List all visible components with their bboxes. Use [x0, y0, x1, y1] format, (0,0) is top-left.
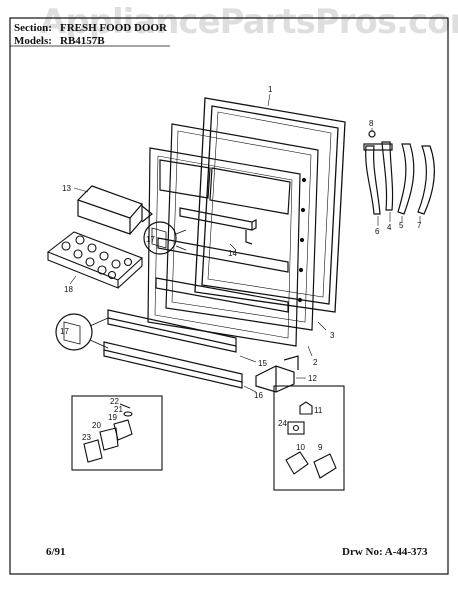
section-value: FRESH FOOD DOOR: [60, 22, 167, 34]
part-inner-door-panel: [147, 147, 307, 347]
leader-lines: [69, 93, 421, 393]
part-shelf-bar-16: [103, 341, 243, 389]
callout-15: 15: [258, 359, 267, 368]
page-frame: [9, 17, 449, 575]
callout-19: 19: [108, 413, 117, 422]
part-cam-kit-box: [71, 395, 163, 471]
callout-20: 20: [92, 421, 101, 430]
callout-24: 24: [278, 419, 287, 428]
part-shelf-end-cap-detail-upper: [143, 221, 187, 255]
model-value: RB4157B: [60, 35, 105, 47]
part-shelf-bar-15: [107, 309, 237, 353]
callout-17-upper: 17: [146, 235, 155, 244]
callout-11: 11: [314, 406, 323, 415]
part-shelf-end-cap-detail-lower: [55, 313, 109, 351]
revision-date: 6/91: [46, 546, 66, 558]
part-handle-bracket: [255, 355, 299, 393]
part-egg-tray: [46, 231, 144, 289]
callout-3: 3: [330, 331, 335, 340]
callout-16: 16: [254, 391, 263, 400]
callout-17-lower: 17: [60, 327, 69, 336]
part-shelf-rail-upper: [179, 207, 257, 245]
callout-14: 14: [228, 249, 237, 258]
callout-13: 13: [62, 184, 71, 193]
part-dairy-compartment: [76, 185, 153, 235]
callout-9: 9: [318, 443, 323, 452]
callout-6: 6: [375, 227, 380, 236]
callout-23: 23: [82, 433, 91, 442]
callout-22: 22: [110, 397, 119, 406]
callout-4: 4: [387, 223, 392, 232]
part-hinge-kit-box: [273, 385, 345, 491]
drawing-number: Drw No: A-44-373: [342, 546, 428, 558]
callout-12: 12: [308, 374, 317, 383]
callout-7: 7: [417, 221, 422, 230]
callout-10: 10: [296, 443, 305, 452]
callout-2: 2: [313, 358, 318, 367]
section-label: Section:: [14, 22, 52, 34]
callout-18: 18: [64, 285, 73, 294]
model-label: Models:: [14, 35, 52, 47]
callout-labels: 1 2 3 4 5 6 7 8 9 10 11 12 13 14 15 16 1…: [60, 85, 422, 452]
callout-8: 8: [369, 119, 374, 128]
callout-1: 1: [268, 85, 273, 94]
callout-5: 5: [399, 221, 404, 230]
part-handle-assembly: [363, 130, 435, 215]
callout-21: 21: [114, 405, 123, 414]
part-door-gasket: [194, 97, 346, 313]
